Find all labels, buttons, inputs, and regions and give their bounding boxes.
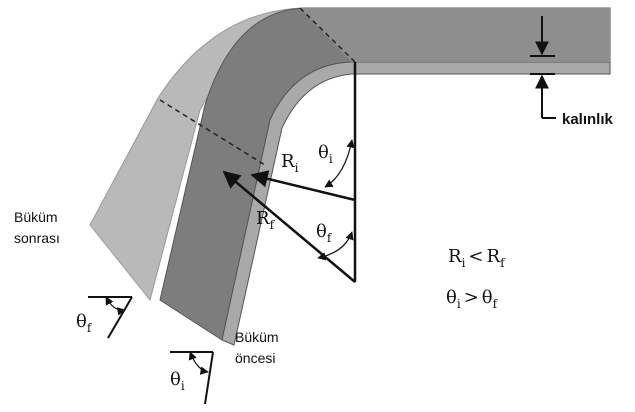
bend-line-top <box>299 7 356 63</box>
radius-relation: Ri<Rf <box>448 246 506 270</box>
thickness-label: kalınlık <box>562 111 614 128</box>
flange-top <box>300 8 610 62</box>
theta-f-marker-arc <box>105 296 126 316</box>
before-bend-label-2: öncesi <box>235 350 275 366</box>
radius-rf-arrow <box>222 170 356 283</box>
rf-label: Rf <box>256 208 276 232</box>
bend-line-left <box>159 99 266 166</box>
theta-f-center-label: θf <box>316 221 333 245</box>
angle-relation: θi>θf <box>446 287 499 311</box>
theta-i-center-label: θi <box>318 142 333 166</box>
before-bend-label-1: Büküm <box>235 329 279 345</box>
after-bend-label-2: sonrası <box>14 230 60 246</box>
radius-ri-arrow <box>250 170 356 202</box>
theta-i-arc <box>324 139 355 188</box>
after-bend-label-1: Büküm <box>14 209 58 225</box>
theta-f-marker-slanted <box>107 296 133 339</box>
theta-i-marker-label: θi <box>170 369 185 393</box>
theta-i-marker-slanted <box>204 351 214 405</box>
theta-f-marker-label: θf <box>76 311 93 335</box>
ri-label: Ri <box>281 151 299 175</box>
sheet-inner-face <box>221 61 611 346</box>
theta-i-marker-arc <box>188 351 209 375</box>
theta-f-arc <box>317 231 354 261</box>
